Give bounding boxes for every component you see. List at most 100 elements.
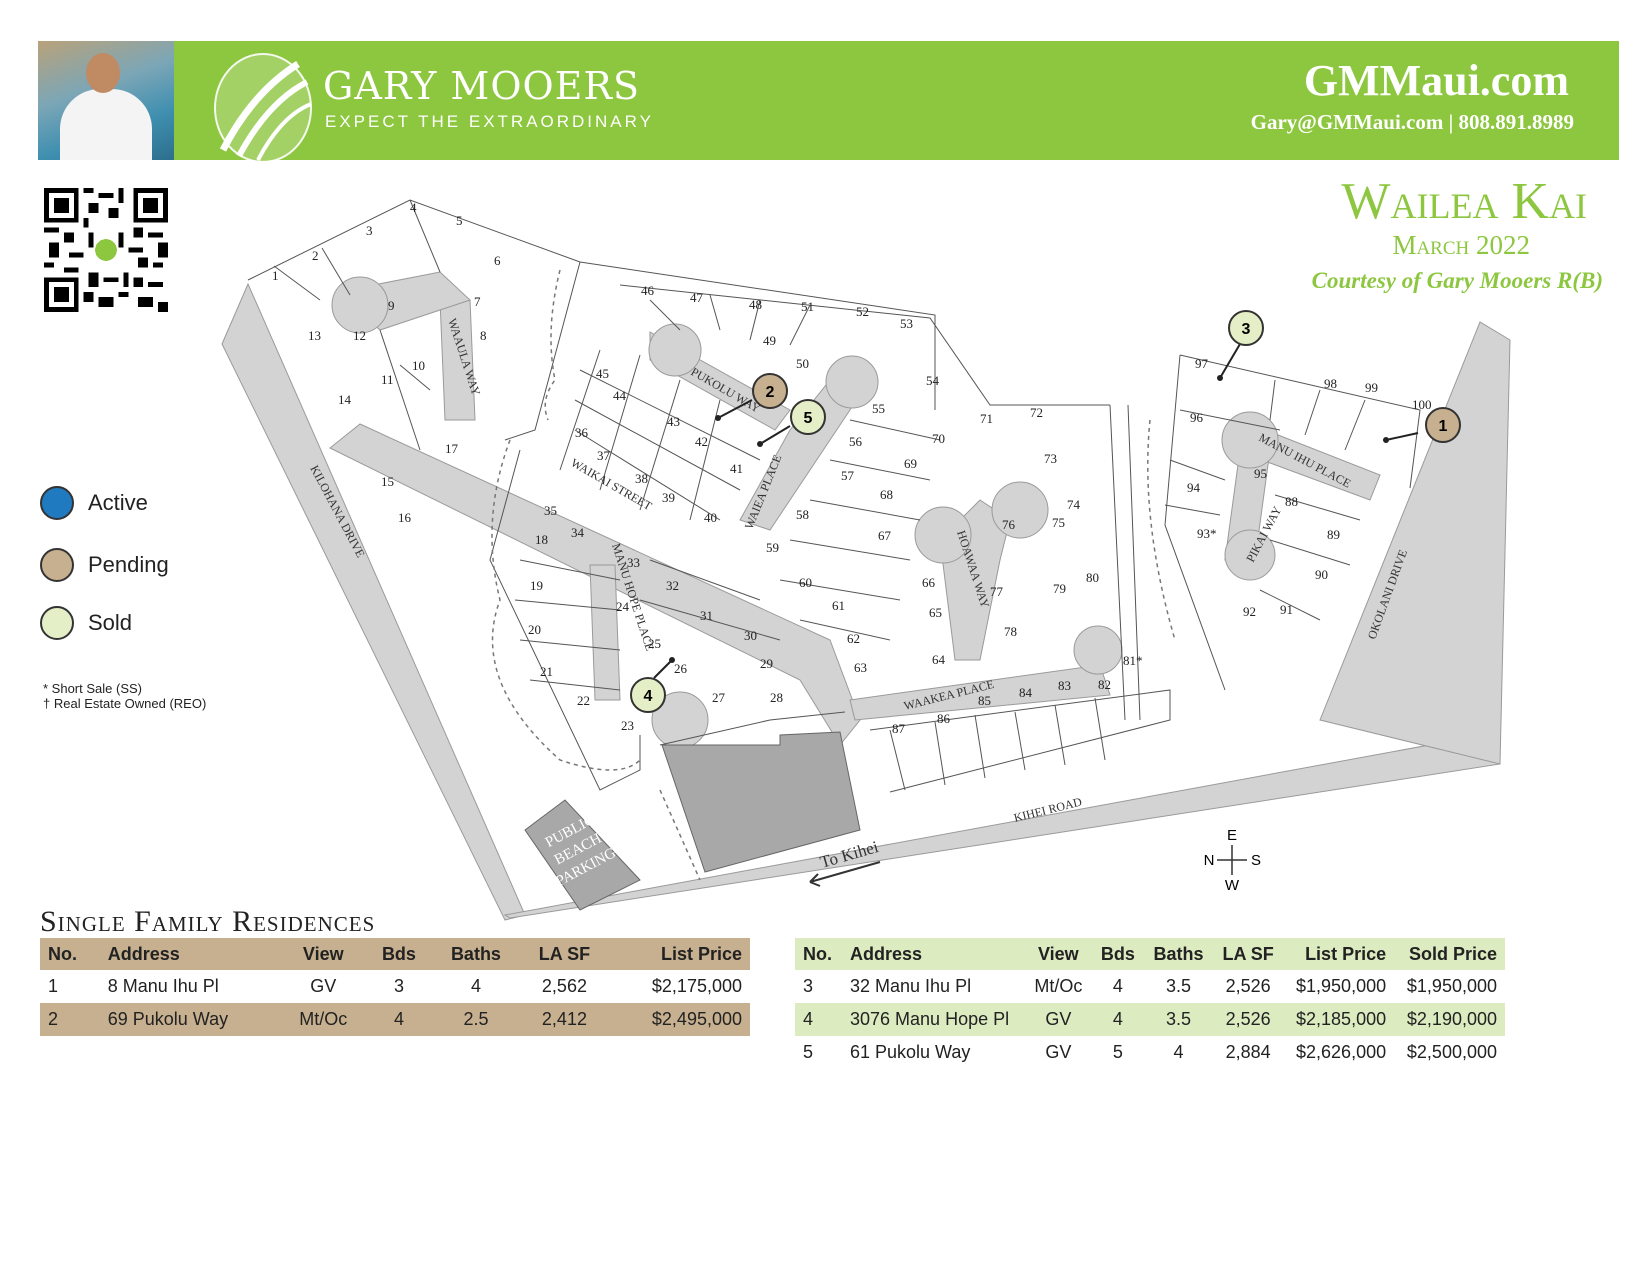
- lot-number: 33: [627, 555, 640, 570]
- lot-number: 77: [990, 584, 1004, 599]
- lot-number: 72: [1030, 405, 1043, 420]
- legend-label: Active: [88, 490, 148, 515]
- lot-number: 22: [577, 693, 590, 708]
- lot-number: 85: [978, 693, 991, 708]
- lot-number: 46: [641, 283, 655, 298]
- marker-dot-icon: [630, 677, 666, 713]
- cul-de-sacs: [331, 276, 1279, 749]
- cell-no: 1: [48, 976, 59, 996]
- lot-number: 42: [695, 434, 708, 449]
- marker-arrowhead-icon: [669, 657, 675, 663]
- pending-dot-icon: [40, 548, 74, 582]
- col-list-price: List Price: [1305, 943, 1387, 964]
- lot-number: 4: [410, 200, 417, 215]
- col-no: No.: [803, 943, 832, 964]
- table-row[interactable]: 3 32 Manu Ihu Pl Mt/Oc 4 3.5 2,526 $1,95…: [795, 970, 1505, 1003]
- lot-lines: [247, 199, 1421, 793]
- legend-pending: Pending: [40, 548, 169, 582]
- lot-number: 79: [1053, 581, 1066, 596]
- lot-number: 14: [338, 392, 352, 407]
- col-baths: Baths: [450, 943, 501, 964]
- website-link[interactable]: GMMaui.com: [1303, 56, 1569, 105]
- table-row[interactable]: 5 61 Pukolu Way GV 5 4 2,884 $2,626,000 …: [795, 1036, 1505, 1069]
- lot-number: 24: [616, 599, 630, 614]
- marker-1[interactable]: 1: [1383, 407, 1461, 443]
- lot-number: 97: [1195, 356, 1209, 371]
- lot-number: 84: [1019, 685, 1033, 700]
- lot-number: 39: [662, 490, 675, 505]
- marker-label: 3: [1242, 321, 1251, 338]
- lot-number: 15: [381, 474, 394, 489]
- lot-number: 99: [1365, 380, 1378, 395]
- qr-code-icon: [44, 188, 168, 312]
- lot-number: 12: [353, 328, 366, 343]
- lot-number: 51: [801, 299, 814, 314]
- cell-baths: 3.5: [1165, 976, 1191, 996]
- cell-view: GV: [1045, 1042, 1072, 1062]
- col-address: Address: [850, 943, 923, 964]
- marker-arrow-icon: [1219, 343, 1241, 379]
- lot-number: 76: [1002, 517, 1016, 532]
- cell-view: Mt/Oc: [299, 1009, 348, 1029]
- marker-3[interactable]: 3: [1217, 310, 1264, 381]
- lot-number: 1: [272, 268, 279, 283]
- lot-number: 7: [474, 294, 481, 309]
- col-baths: Baths: [1153, 943, 1204, 964]
- lot-number: 26: [674, 661, 688, 676]
- marker-label: 1: [1439, 418, 1448, 435]
- pending-listings-table: No. Address View Bds Baths LA SF List Pr…: [40, 938, 750, 1036]
- marker-5[interactable]: 5: [757, 399, 826, 447]
- lot-number: 90: [1315, 567, 1328, 582]
- cell-bds: 4: [1112, 976, 1123, 996]
- legend-sold: Sold: [40, 606, 132, 640]
- compass-e: E: [1227, 827, 1237, 844]
- lot-number: 96: [1190, 410, 1204, 425]
- table-header-row: No. Address View Bds Baths LA SF List Pr…: [795, 938, 1505, 970]
- lot-number: 6: [494, 253, 501, 268]
- compass-w: W: [1225, 877, 1240, 894]
- table-row[interactable]: 1 8 Manu Ihu Pl GV 3 4 2,562 $2,175,000: [40, 970, 750, 1003]
- lot-number: 86: [937, 711, 951, 726]
- cell-bds: 4: [1112, 1009, 1123, 1029]
- lot-number: 83: [1058, 678, 1071, 693]
- parking-lot: [661, 731, 861, 873]
- lot-number: 52: [856, 304, 869, 319]
- col-address: Address: [107, 943, 180, 964]
- marker-arrowhead-icon: [1383, 437, 1389, 443]
- col-sold-price: Sold Price: [1408, 943, 1497, 964]
- table-header-row: No. Address View Bds Baths LA SF List Pr…: [40, 938, 750, 970]
- cell-view: GV: [310, 976, 337, 996]
- table-row[interactable]: 4 3076 Manu Hope Pl GV 4 3.5 2,526 $2,18…: [795, 1003, 1505, 1036]
- col-view: View: [302, 943, 344, 964]
- table-row[interactable]: 2 69 Pukolu Way Mt/Oc 4 2.5 2,412 $2,495…: [40, 1003, 750, 1036]
- compass-icon: E N S W: [1204, 827, 1261, 894]
- marker-2[interactable]: 2: [715, 373, 788, 421]
- brand-name: GARY MOOERS: [323, 64, 641, 108]
- cell-baths: 4: [1173, 1042, 1184, 1062]
- cell-address: 32 Manu Ihu Pl: [850, 976, 972, 996]
- lot-number: 32: [666, 578, 679, 593]
- marker-dot-icon: [790, 399, 826, 435]
- marker-label: 4: [644, 688, 653, 705]
- lot-number: 41: [730, 461, 743, 476]
- cell-bds: 5: [1112, 1042, 1123, 1062]
- beach-paths: [491, 269, 1176, 881]
- lot-number: 18: [535, 532, 548, 547]
- cell-lasf: 2,562: [541, 976, 587, 996]
- lot-number: 27: [712, 690, 726, 705]
- col-bds: Bds: [1100, 943, 1135, 964]
- cell-list-price: $2,175,000: [651, 976, 742, 996]
- marker-4[interactable]: 4: [630, 657, 675, 713]
- contact-info[interactable]: Gary@GMMaui.com | 808.891.8989: [1250, 110, 1574, 134]
- lot-number: 5: [456, 213, 463, 228]
- col-no: No.: [48, 943, 77, 964]
- lot-number: 29: [760, 656, 773, 671]
- cell-no: 2: [48, 1009, 59, 1029]
- lot-number: 65: [929, 605, 942, 620]
- okolani-road: [1319, 321, 1511, 765]
- lot-number: 66: [922, 575, 936, 590]
- marker-arrow-icon: [717, 399, 753, 419]
- lot-number: 70: [932, 431, 945, 446]
- note-short-sale: * Short Sale (SS): [43, 681, 142, 696]
